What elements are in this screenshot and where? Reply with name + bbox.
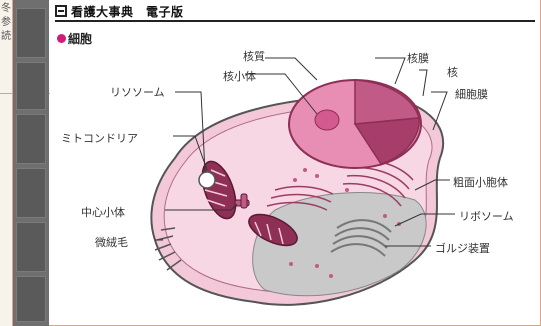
sidebar-tile[interactable] (16, 222, 46, 272)
centriole-label: 中心小体 (81, 204, 125, 220)
sidebar-tile[interactable] (16, 276, 46, 322)
sidebar-tile[interactable] (16, 8, 46, 58)
mitochondria-label: ミトコンドリア (61, 130, 138, 146)
app-title: 看護大事典 電子版 (71, 3, 184, 20)
ribosome-label: リボソーム (459, 208, 514, 224)
sidebar-tile[interactable] (16, 114, 46, 164)
cell-membrane-label: 細胞膜 (455, 86, 488, 102)
nucleoplasm-label: 核質 (243, 48, 265, 64)
cell-diagram: 核質 核小体 核膜 核 リソソーム 細胞膜 ミトコンドリア 粗面小胞体 中心小体… (55, 40, 537, 324)
book-icon (55, 5, 67, 17)
golgi-label: ゴルジ装置 (435, 240, 490, 256)
left-fragment-line: 参 (1, 16, 11, 30)
sidebar-tile[interactable] (16, 62, 46, 110)
nucleus-cutout (355, 80, 419, 124)
title-bar: 看護大事典 電子版 (55, 2, 535, 22)
rough-er-label: 粗面小胞体 (453, 174, 508, 190)
nucleolus-shape (315, 110, 339, 130)
nucleus-label: 核 (447, 64, 458, 80)
nuclear-membrane-label: 核膜 (407, 50, 429, 66)
microvilli-label: 微絨毛 (95, 234, 128, 250)
lysosome-shape (199, 172, 215, 188)
nucleolus-label: 核小体 (223, 68, 256, 84)
left-fragment-line: 読 (1, 30, 11, 44)
sidebar-tile[interactable] (16, 168, 46, 218)
left-fragment-line: 冬 (1, 2, 11, 16)
left-panel-fragment (0, 0, 12, 326)
sidebar (13, 0, 49, 326)
lysosome-label: リソソーム (110, 84, 165, 100)
